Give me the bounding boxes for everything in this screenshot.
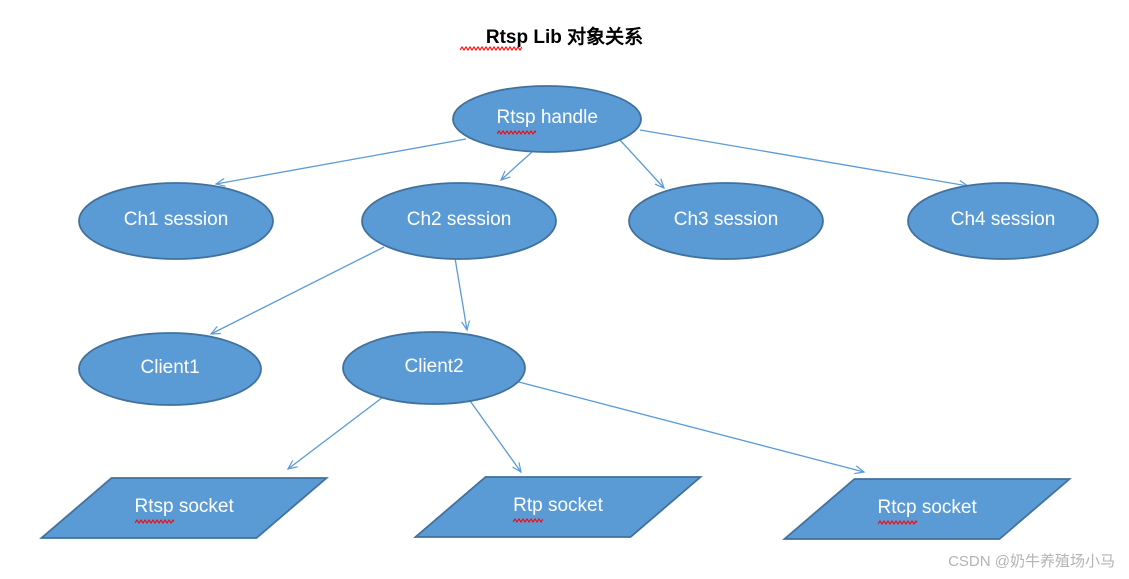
page-title: Rtsp Lib 对象关系	[485, 27, 644, 48]
connector-ch2-session-to-client1	[209, 246, 385, 335]
connector-ch2-session-to-client2	[454, 257, 471, 332]
node-ch3-session[interactable]	[628, 182, 824, 260]
node-ch1-session[interactable]	[78, 182, 274, 260]
connector-rtsp-handle-to-ch3-session	[619, 139, 665, 190]
csdn-watermark: CSDN @奶牛养殖场小马	[948, 553, 1115, 570]
node-rtcp-socket[interactable]	[782, 478, 1072, 540]
connector-client2-to-rtp-socket	[467, 397, 522, 474]
spellcheck-underline-title	[460, 46, 522, 51]
connector-client2-to-rtcp-socket	[514, 380, 866, 475]
node-client2[interactable]	[342, 331, 526, 405]
node-rtsp-socket[interactable]	[39, 477, 329, 539]
connector-rtsp-handle-to-ch1-session	[214, 138, 467, 187]
node-rtsp-handle[interactable]	[452, 85, 642, 153]
connector-client2-to-rtsp-socket	[286, 396, 384, 470]
connector-rtsp-handle-to-ch4-session	[639, 129, 970, 190]
node-group	[39, 85, 1099, 540]
connector-group	[209, 129, 970, 475]
node-ch2-session[interactable]	[361, 182, 557, 260]
node-ch4-session[interactable]	[907, 182, 1099, 260]
node-client1[interactable]	[78, 332, 262, 406]
node-rtp-socket[interactable]	[413, 476, 703, 538]
connector-rtsp-handle-to-ch2-session	[499, 151, 533, 181]
